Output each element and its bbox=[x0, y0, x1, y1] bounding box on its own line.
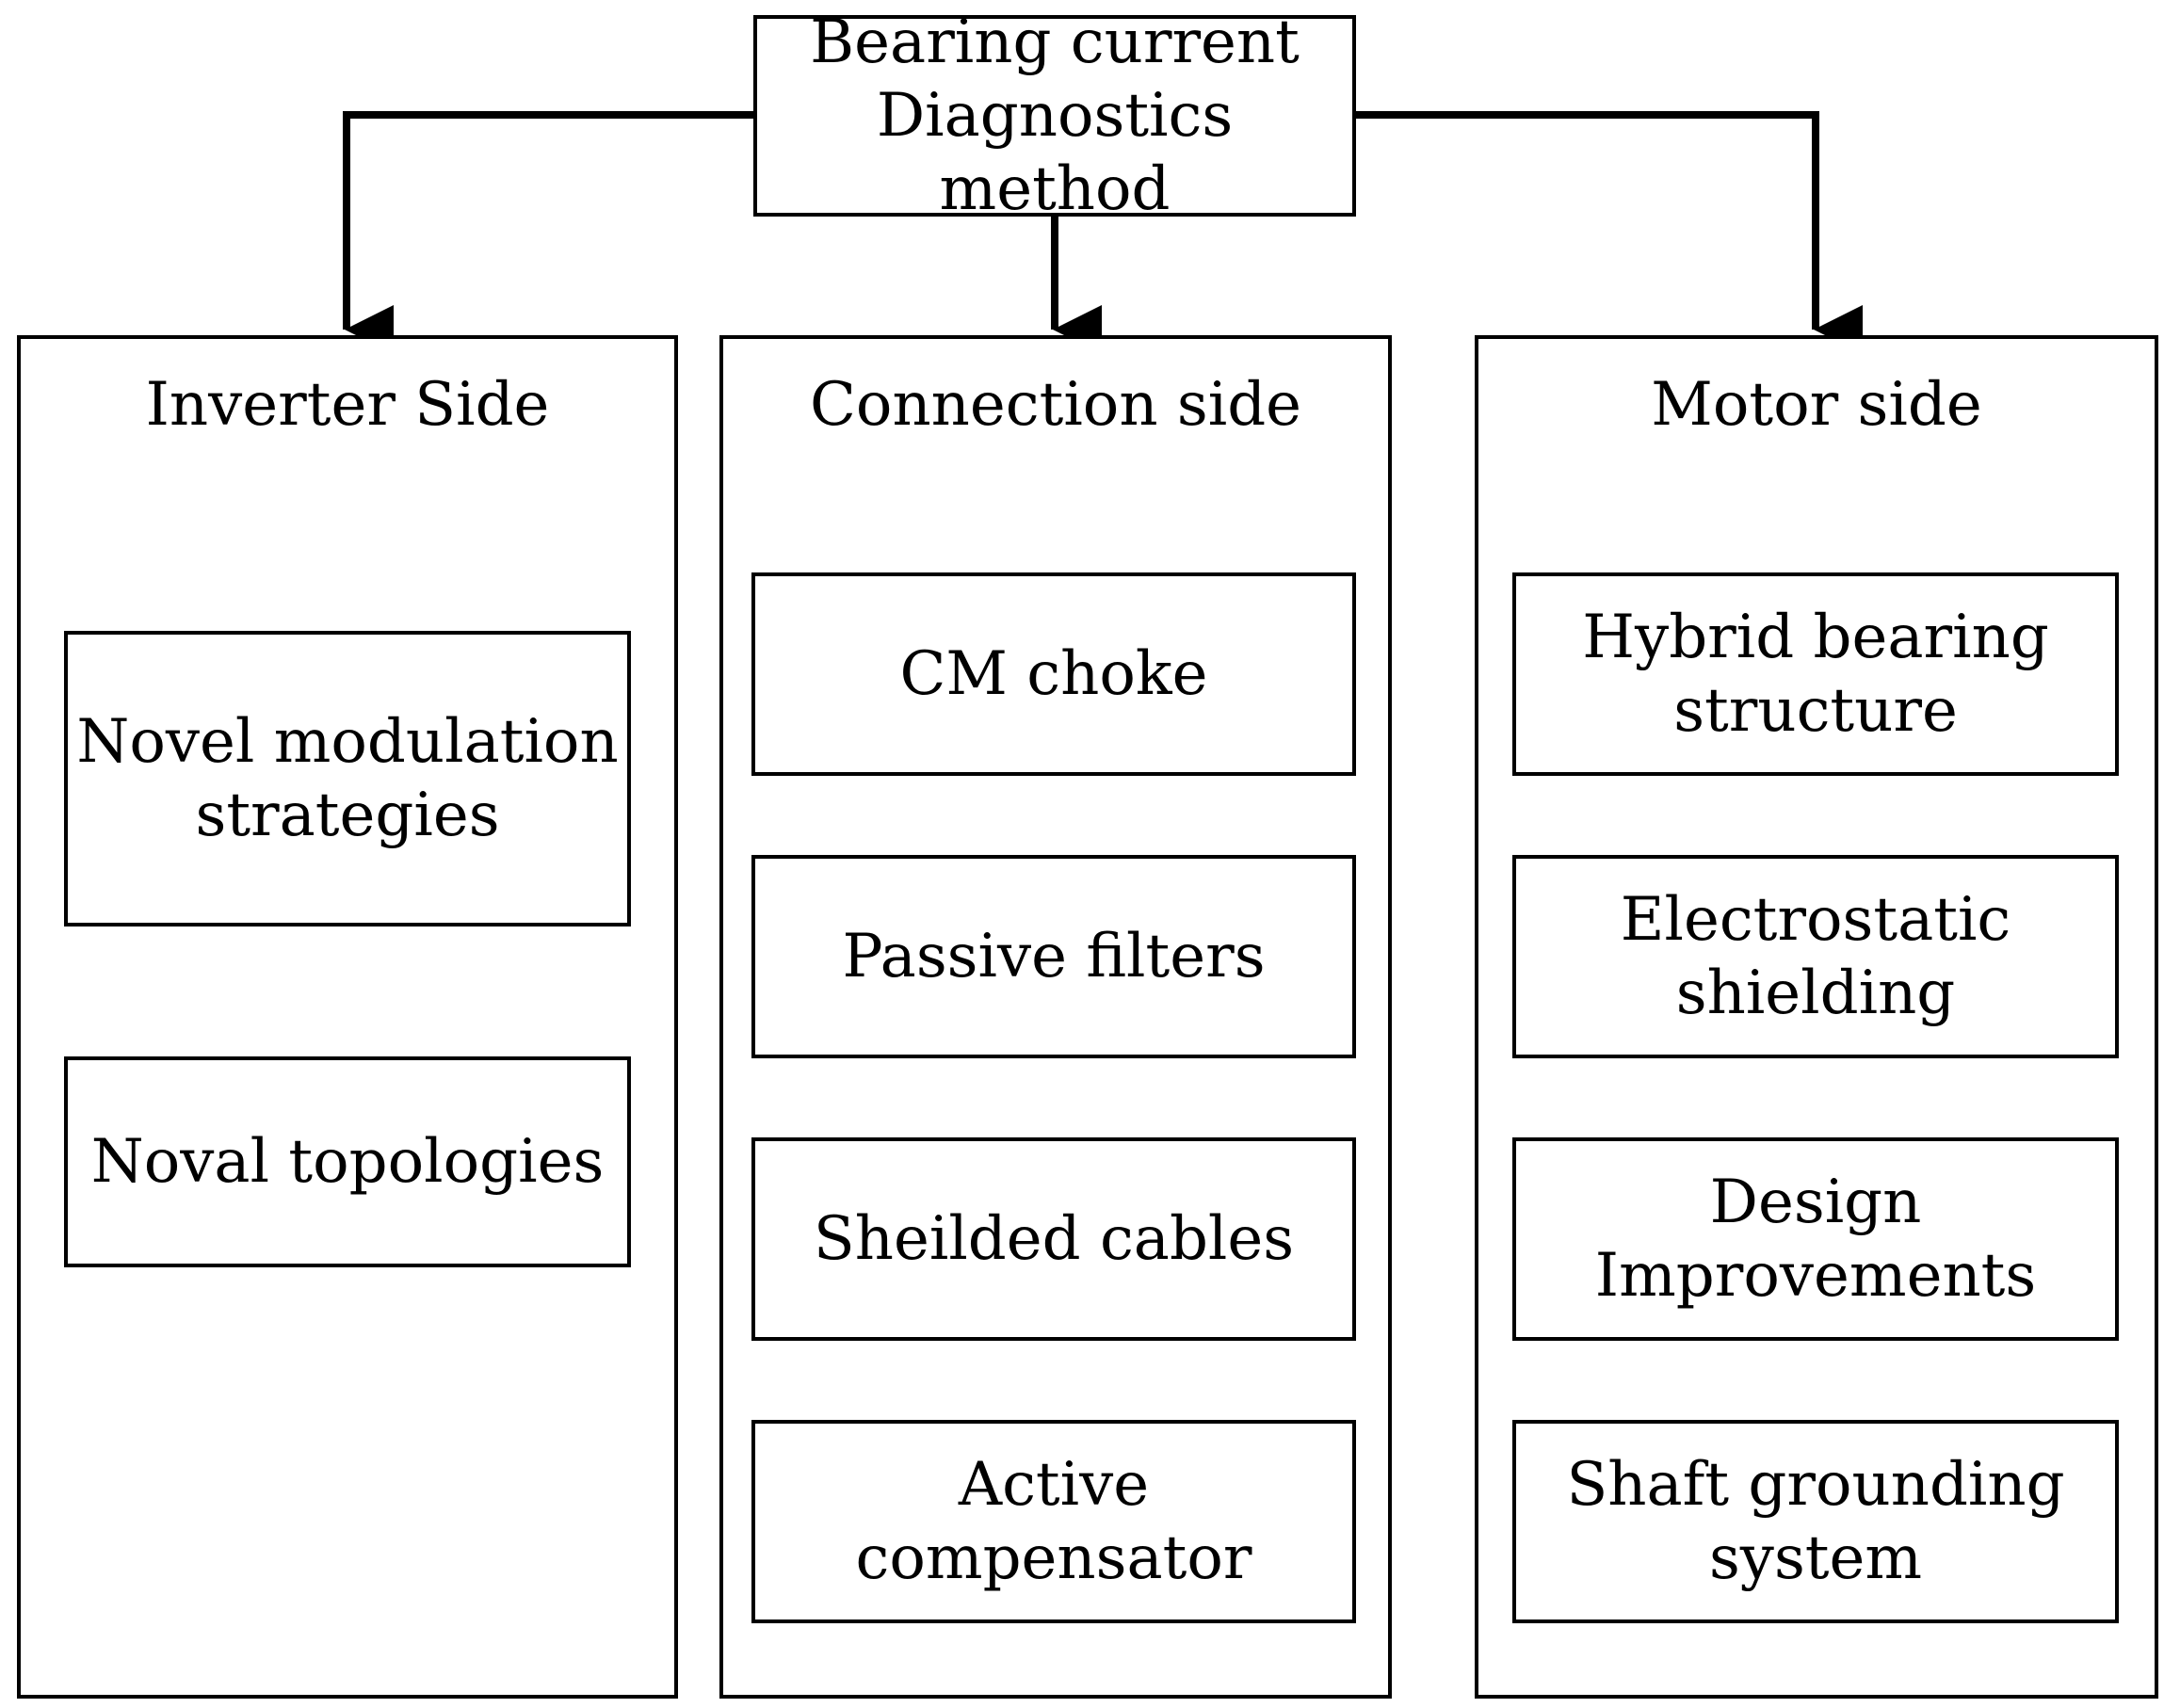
arrow-to-motor-side bbox=[1354, 111, 1863, 354]
item-label: Novel modulation strategies bbox=[76, 706, 619, 850]
item-box-shaft-grounding-system: Shaft grounding system bbox=[1512, 1420, 2119, 1623]
item-box-active-compensator: Active compensator bbox=[751, 1420, 1356, 1623]
item-box-cm-choke: CM choke bbox=[751, 572, 1356, 776]
item-label: Electrostatic shielding bbox=[1620, 884, 2011, 1028]
item-label: Sheilded cables bbox=[813, 1203, 1295, 1274]
arrow-to-inverter-side bbox=[343, 111, 753, 354]
item-label: Design Improvements bbox=[1594, 1167, 2037, 1311]
column-inverter-side: Inverter Side bbox=[17, 335, 678, 1699]
item-label: Hybrid bearing structure bbox=[1582, 602, 2049, 746]
item-box-passive-filters: Passive filters bbox=[751, 855, 1356, 1058]
root-node-box: Bearing current Diagnostics method bbox=[753, 8, 1356, 224]
column-title-connection-side: Connection side bbox=[809, 370, 1302, 440]
item-label: Shaft grounding system bbox=[1566, 1449, 2065, 1593]
item-box-electrostatic-shielding: Electrostatic shielding bbox=[1512, 855, 2119, 1058]
item-box-noval-topologies: Noval topologies bbox=[64, 1056, 631, 1267]
column-title-inverter-side: Inverter Side bbox=[145, 370, 550, 440]
item-label: Noval topologies bbox=[90, 1126, 605, 1197]
root-node-label: Bearing current Diagnostics method bbox=[810, 7, 1300, 225]
column-title-motor-side: Motor side bbox=[1651, 370, 1982, 440]
item-box-design-improvements: Design Improvements bbox=[1512, 1137, 2119, 1341]
item-box-hybrid-bearing-structure: Hybrid bearing structure bbox=[1512, 572, 2119, 776]
item-box-novel-modulation-strategies: Novel modulation strategies bbox=[64, 631, 631, 927]
item-label: CM choke bbox=[899, 638, 1208, 709]
item-label: Active compensator bbox=[855, 1449, 1252, 1593]
item-box-sheilded-cables: Sheilded cables bbox=[751, 1137, 1356, 1341]
item-label: Passive filters bbox=[842, 921, 1266, 991]
